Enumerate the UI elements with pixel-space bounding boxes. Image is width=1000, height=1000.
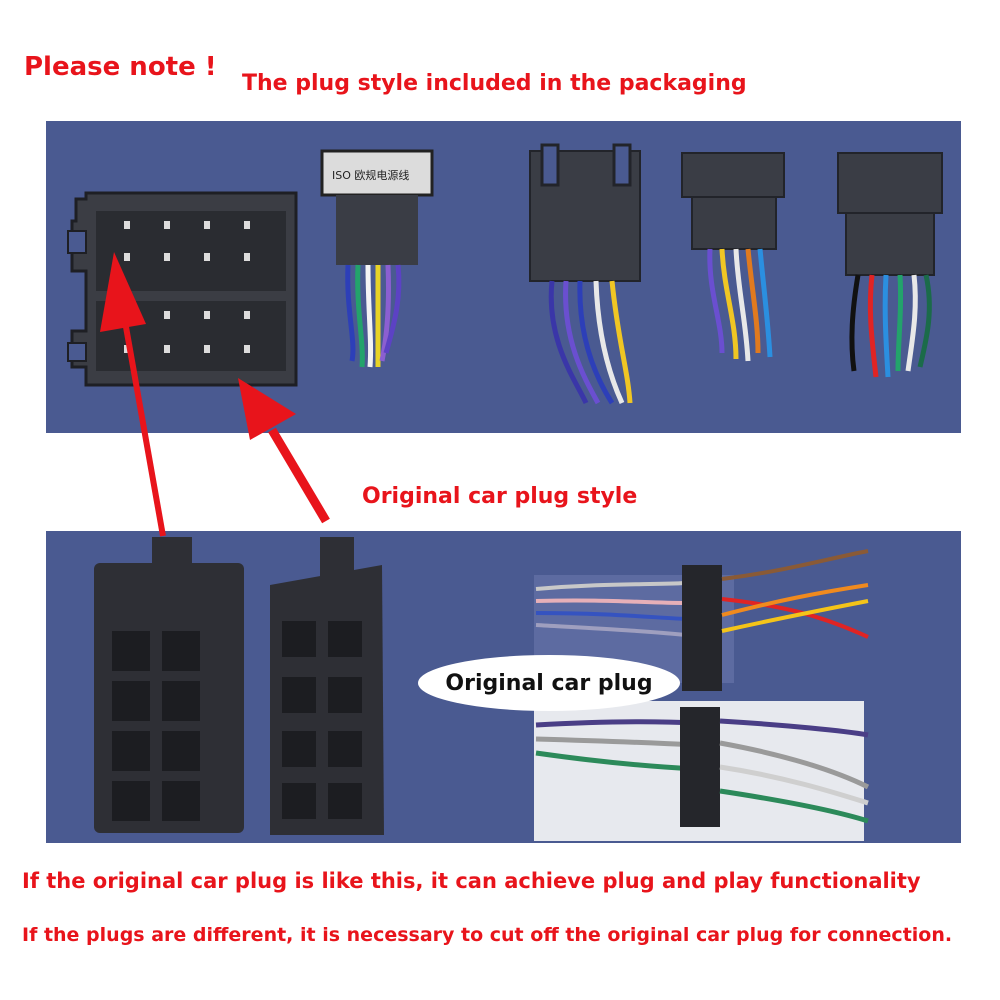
packaging-plugs-panel: ISO 欧规电源线: [46, 121, 961, 433]
plug-and-play-note: If the original car plug is like this, i…: [22, 869, 921, 893]
original-car-plug-label: Original car plug: [418, 655, 680, 711]
iso-plug-small-3: [681, 152, 785, 362]
original-plug-wired-lower: [534, 701, 870, 841]
packaging-plug-caption: The plug style included in the packaging: [242, 71, 747, 96]
iso-plug-small-1: [320, 149, 434, 368]
cut-off-plug-note: If the plugs are different, it is necess…: [22, 924, 953, 946]
please-note-heading: Please note !: [24, 52, 217, 82]
original-plug-block-left: [94, 537, 244, 833]
iso-plug-small-4: [837, 152, 943, 378]
iso-plug-small-2: [529, 143, 641, 405]
packaging-plugs-illustration: [67, 143, 943, 405]
iso-connector-large: [67, 191, 298, 387]
original-plug-block-right: [270, 537, 384, 835]
iso-plug-label: ISO 欧规电源线: [332, 169, 410, 182]
arrow-line-right: [268, 427, 330, 524]
original-plug-style-caption: Original car plug style: [362, 484, 638, 509]
original-car-plug-label-text: Original car plug: [445, 670, 653, 696]
